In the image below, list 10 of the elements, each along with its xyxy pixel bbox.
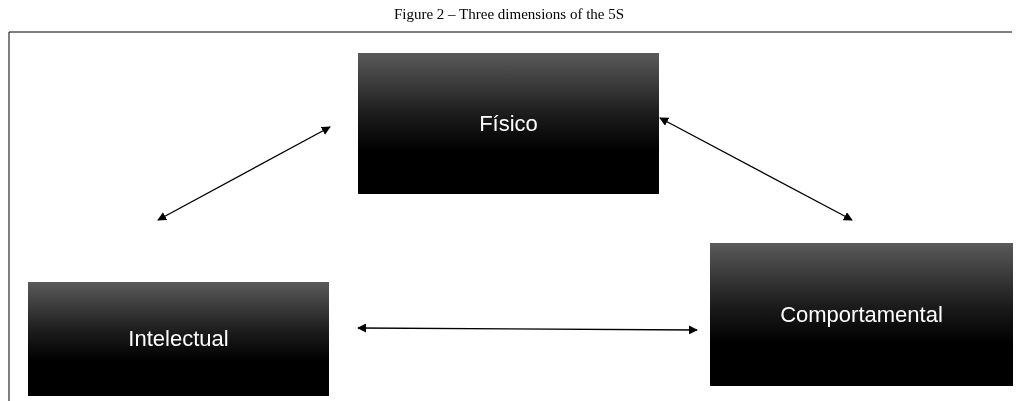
figure-title: Figure 2 – Three dimensions of the 5S	[393, 6, 625, 23]
double-arrow	[357, 323, 698, 335]
box-label: Comportamental	[780, 301, 943, 328]
box-label: Físico	[479, 110, 538, 137]
box-label: Intelectual	[128, 326, 229, 352]
process-box	[710, 243, 1013, 386]
process-box	[28, 282, 329, 396]
double-arrow	[659, 117, 853, 221]
double-arrow	[157, 126, 331, 221]
process-box	[358, 53, 659, 194]
